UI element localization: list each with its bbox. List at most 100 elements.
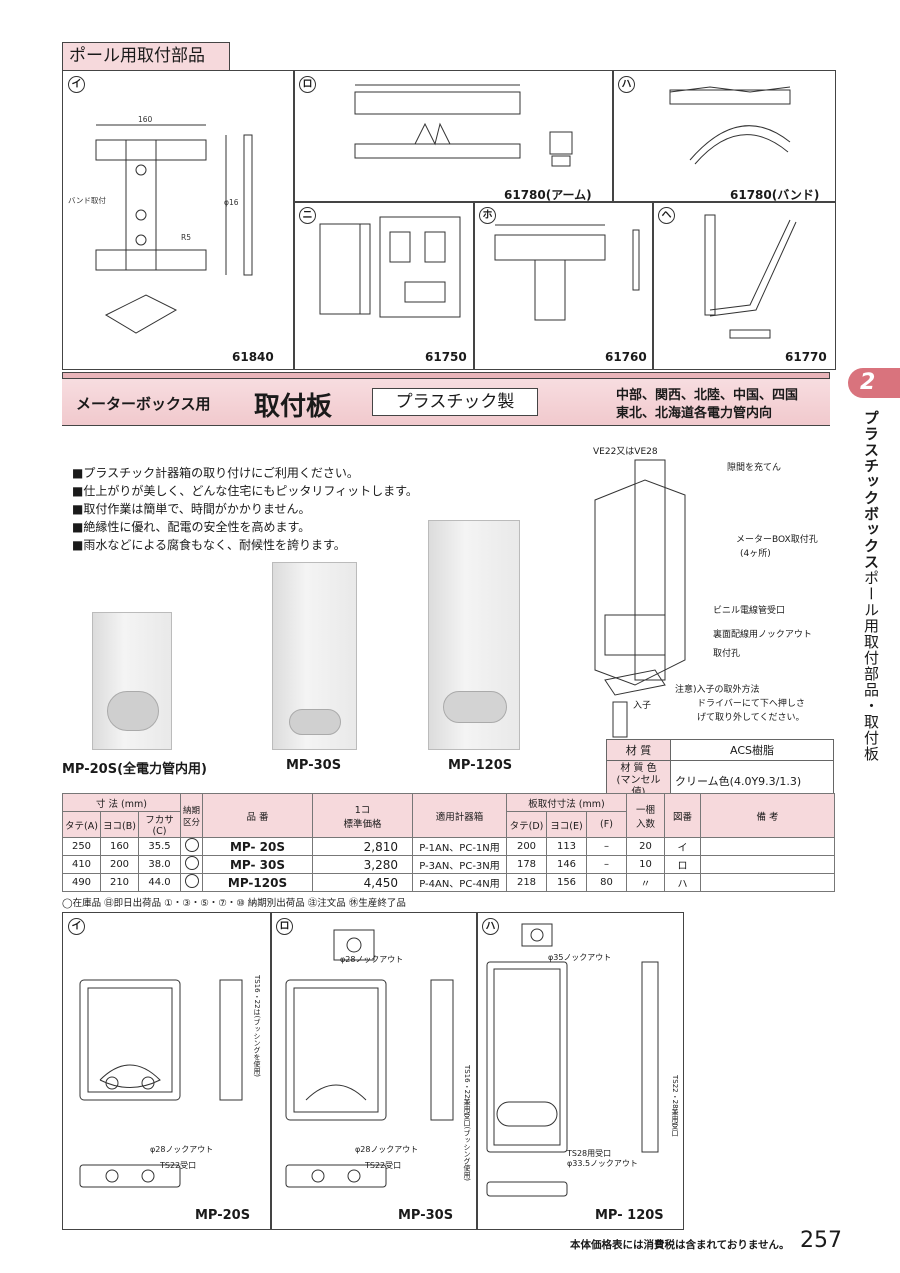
- mp-120s-code: MP- 120S: [595, 1208, 664, 1223]
- stock-mark-icon: [184, 838, 199, 852]
- part-code-61780-band: 61780(バンド): [730, 188, 820, 202]
- bottom-mark-i: イ: [68, 918, 85, 935]
- photo-label-mp-20s: MP-20S(全電力管内用): [62, 762, 207, 777]
- diagram-note-2: ドライバーにて下へ押しさ: [697, 699, 805, 709]
- bottom-drawings-panel: [62, 912, 684, 1230]
- th-hinban: 品 番: [202, 793, 313, 838]
- panel-mark-ho: ホ: [479, 207, 496, 224]
- th-pack-2: 入数: [635, 818, 655, 830]
- band-regions-2: 東北、北海道各電力管内向: [616, 406, 773, 421]
- mp-30s-note-2: TS22受口: [365, 1161, 402, 1170]
- product-number: MP-120S: [202, 873, 313, 892]
- assembly-diagram: [594, 459, 686, 738]
- feature-item: ■雨水などによる腐食もなく、耐候性を誇ります。: [72, 538, 346, 552]
- feature-item: ■仕上がりが美しく、どんな住宅にもピッタリフィットします。: [72, 484, 418, 498]
- bottom-mark-ha: ハ: [482, 918, 499, 935]
- part-code-61770: 61770: [785, 350, 827, 364]
- drawing-mp-120s: [486, 923, 659, 1197]
- diagram-label-hole: メーターBOX取付孔: [736, 535, 818, 545]
- mp-20s-note-2: TS22受口: [160, 1161, 197, 1170]
- drawing-61780-arm: [354, 84, 573, 167]
- th-pack-1: 一梱: [635, 804, 655, 816]
- th-e: ヨコ(E): [546, 811, 587, 838]
- part-code-61760: 61760: [605, 350, 647, 364]
- feature-list: ■プラスチック計器箱の取り付けにご利用ください。 ■仕上がりが美しく、どんな住宅…: [72, 464, 418, 554]
- delivery-legend: ◯在庫品 ㊐即日出荷品 ①・③・⑤・⑦・⑩ 納期別出荷品 ㊟注文品 ㊡生産終了品: [62, 898, 406, 909]
- diagram-label-insert: 入子: [633, 701, 652, 711]
- th-size: 寸 法 (mm): [62, 793, 181, 812]
- drawing-61770: [704, 214, 797, 339]
- svg-text:160: 160: [138, 115, 153, 124]
- th-tate: タテ(A): [62, 811, 101, 838]
- panel-mark-ro: ロ: [299, 76, 316, 93]
- mp-120s-note-3: φ33.5ノックアウト: [567, 1159, 638, 1168]
- diagram-label-top: VE22又はVE28: [593, 447, 658, 457]
- band-subtitle: メーターボックス用: [76, 395, 211, 413]
- svg-text:R5: R5: [181, 233, 191, 242]
- th-meter: 適用計器箱: [412, 793, 507, 838]
- spec-material-label: 材 質: [606, 739, 671, 761]
- mp-20s-note-1: φ28ノックアウト: [150, 1145, 214, 1154]
- band-material: プラスチック製: [372, 388, 538, 416]
- panel-mark-ni: ニ: [299, 207, 316, 224]
- section-header: ポール用取付部品: [62, 42, 230, 70]
- th-fuka: フカサ(C): [138, 811, 181, 838]
- part-code-61840: 61840: [232, 350, 274, 364]
- photo-mp-30s: [272, 562, 357, 750]
- drawing-mp-30s: [285, 929, 454, 1188]
- band-regions-1: 中部、関西、北陸、中国、四国: [616, 388, 799, 403]
- th-noki: 納期区分: [180, 793, 203, 838]
- mp-30s-note-1: φ28ノックアウト: [355, 1145, 419, 1154]
- spec-color-label-2: (マンセル値): [616, 775, 661, 798]
- svg-text:バンド取付: バンド取付: [68, 195, 106, 205]
- photo-label-mp-120s: MP-120S: [448, 758, 513, 773]
- mp-30s-side-note: TS16・22兼用受口(ブッシング使用): [463, 1065, 471, 1181]
- spec-color-label: 材 質 色: [620, 763, 657, 774]
- chapter-title: プラスチックボックス: [862, 410, 880, 570]
- diagram-label-knock: 裏面配線用ノックアウト: [713, 630, 812, 640]
- feature-item: ■取付作業は簡単で、時間がかかりません。: [72, 502, 311, 516]
- chapter-title-vertical: プラスチックボックスポール用取付部品・取付板: [856, 410, 886, 762]
- mp-30s-top-note: φ28ノックアウト: [340, 955, 404, 964]
- diagram-note-1: 注意)入子の取外方法: [675, 685, 760, 695]
- spec-material-value: ACS樹脂: [670, 739, 834, 761]
- drawing-61760: [494, 224, 640, 321]
- diagram-label-mount: 取付孔: [713, 649, 741, 659]
- feature-item: ■プラスチック計器箱の取り付けにご利用ください。: [72, 466, 359, 480]
- product-table: 寸 法 (mm) 納期区分 品 番 1コ標準価格 適用計器箱 板取付寸法 (mm…: [62, 793, 835, 892]
- th-note: 備 考: [700, 793, 835, 838]
- pole-parts-panel: [62, 70, 836, 370]
- mp-30s-code: MP-30S: [398, 1208, 454, 1223]
- drawing-61840: 160 バンド取付 φ16 R5: [68, 115, 253, 334]
- diagram-label-vinyl: ビニル電線管受口: [713, 606, 786, 616]
- panel-mark-ha: ハ: [618, 76, 635, 93]
- chapter-subtitle: ポール用取付部品・取付板: [862, 570, 880, 762]
- photo-mp-120s: [428, 520, 520, 750]
- drawing-mp-20s: [79, 979, 243, 1188]
- part-code-61750: 61750: [425, 350, 467, 364]
- product-number: MP- 20S: [202, 837, 313, 856]
- th-price-1: 1コ: [354, 804, 371, 816]
- footer-tax-note: 本体価格表には消費税は含まれておりません。: [570, 1239, 790, 1251]
- svg-text:φ16: φ16: [224, 198, 239, 207]
- drawing-61780-band: [669, 86, 791, 165]
- product-number: MP- 30S: [202, 855, 313, 874]
- photo-mp-20s: [92, 612, 172, 750]
- mp-20s-side-note: TS16・22は(ブッシングを使用): [253, 975, 261, 1077]
- mp-120s-side-note: TS22・28兼用受口: [671, 1075, 679, 1137]
- bottom-mark-ro: ロ: [276, 918, 293, 935]
- th-d: タテ(D): [506, 811, 547, 838]
- chapter-number: 2: [848, 368, 900, 398]
- mp-120s-note-1: φ35ノックアウト: [548, 953, 612, 962]
- th-yoko: ヨコ(B): [100, 811, 139, 838]
- diagram-note-3: げて取り外してください。: [697, 713, 805, 723]
- panel-mark-he: ヘ: [658, 207, 675, 224]
- photo-label-mp-30s: MP-30S: [286, 758, 342, 773]
- th-f: (F): [586, 811, 627, 838]
- mp-20s-code: MP-20S: [195, 1208, 251, 1223]
- th-price-2: 標準価格: [343, 818, 382, 830]
- band-title: 取付板: [254, 392, 333, 422]
- diagram-label-gap: 隙間を充てん: [727, 463, 782, 473]
